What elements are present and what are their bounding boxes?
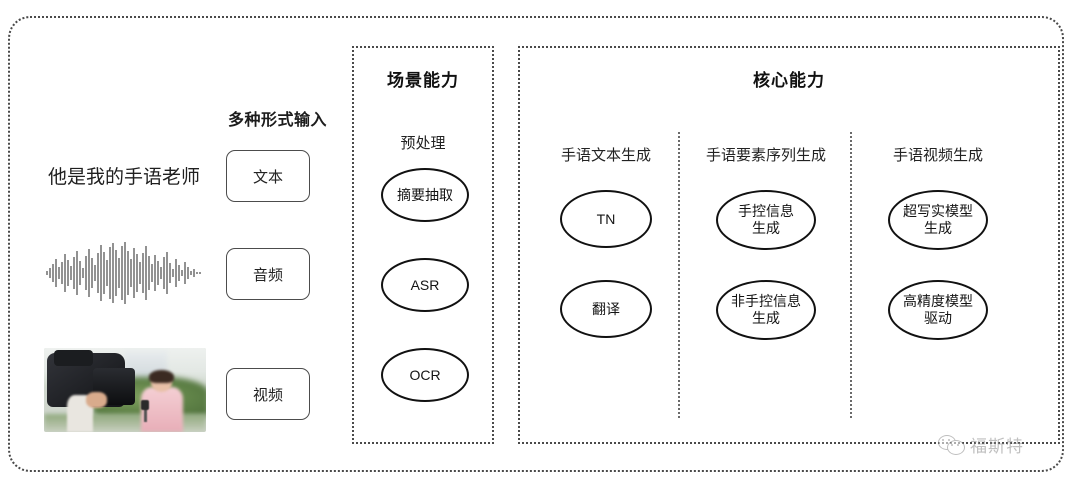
modality-button-text[interactable]: 文本: [226, 150, 310, 202]
scene-panel-title: 场景能力: [387, 71, 459, 90]
core-node-hyperrealistic-model-generation[interactable]: 超写实模型 生成: [888, 190, 988, 250]
input-row-audio: 音频: [20, 242, 340, 304]
video-thumbnail-image: [44, 348, 206, 432]
core-column-divider-2: [850, 132, 852, 418]
core-column-title: 手语要素序列生成: [705, 147, 826, 164]
sample-text-sentence: 他是我的手语老师: [48, 167, 201, 188]
core-column-divider-1: [678, 132, 680, 418]
core-column-title: 手语文本生成: [560, 147, 651, 164]
modality-button-video[interactable]: 视频: [226, 368, 310, 420]
core-node-translation[interactable]: 翻译: [560, 280, 652, 338]
scene-panel-subtitle: 预处理: [400, 135, 446, 152]
core-node-high-precision-model-driving[interactable]: 高精度模型 驱动: [888, 280, 988, 340]
core-node-non-manual-info-generation[interactable]: 非手控信息 生成: [716, 280, 816, 340]
input-section: 多种形式输入 他是我的手语老师 文本: [20, 30, 340, 432]
node-label: 摘要抽取: [397, 186, 453, 203]
scene-node-summary-extraction[interactable]: 摘要抽取: [381, 168, 469, 222]
node-label: 非手控信息 生成: [731, 293, 801, 326]
node-label: 翻译: [592, 300, 620, 317]
audio-waveform-icon: [46, 242, 201, 304]
node-label: TN: [596, 210, 616, 227]
core-column-sign-element-sequence-generation: 手语要素序列生成 手控信息 生成 非手控信息 生成: [680, 144, 852, 340]
scene-node-ocr[interactable]: OCR: [381, 348, 469, 402]
input-section-heading: 多种形式输入: [228, 112, 328, 129]
node-label: 高精度模型 驱动: [903, 293, 973, 326]
core-node-manual-info-generation[interactable]: 手控信息 生成: [716, 190, 816, 250]
watermark: 福斯特: [938, 432, 1024, 457]
diagram-outer-frame: [8, 16, 1064, 472]
modality-button-audio[interactable]: 音频: [226, 248, 310, 300]
scene-node-asr[interactable]: ASR: [381, 258, 469, 312]
input-row-video: 视频: [20, 338, 340, 432]
core-column-sign-video-generation: 手语视频生成 超写实模型 生成 高精度模型 驱动: [852, 144, 1024, 340]
core-column-sign-text-generation: 手语文本生成 TN 翻译: [520, 144, 692, 338]
wechat-icon: [938, 434, 965, 455]
scene-capability-panel: 场景能力 预处理 摘要抽取 ASR OCR: [352, 46, 494, 444]
core-column-title: 手语视频生成: [892, 147, 983, 164]
node-label: OCR: [409, 366, 441, 383]
core-capability-panel: 核心能力 手语文本生成 TN 翻译 手语要素序列生成 手控信息 生成 非手控信息…: [518, 46, 1060, 444]
node-label: 超写实模型 生成: [903, 203, 973, 236]
core-panel-title: 核心能力: [753, 71, 825, 90]
node-label: 手控信息 生成: [738, 203, 794, 236]
input-row-text: 他是我的手语老师 文本: [20, 150, 340, 206]
core-node-tn[interactable]: TN: [560, 190, 652, 248]
watermark-text: 福斯特: [970, 437, 1024, 456]
node-label: ASR: [410, 276, 440, 293]
